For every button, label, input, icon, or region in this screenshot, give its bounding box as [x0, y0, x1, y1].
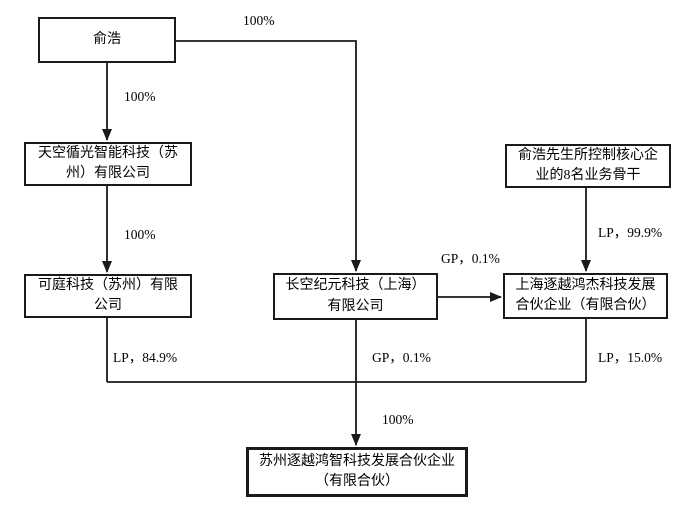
edge-label-changkong-shanghai: GP，0.1% — [441, 251, 500, 266]
node-core-business-backbone: 俞浩先生所控制核心企 业的8名业务骨干 — [505, 144, 671, 188]
node-yuhao: 俞浩 — [38, 17, 176, 63]
edge-label-yuhao-changkong: 100% — [243, 13, 275, 28]
edge-label-merged-suzhou: 100% — [382, 412, 414, 427]
edge-label-keting-suzhou: LP，84.9% — [113, 350, 178, 365]
edge-line-yuhao-changkong — [176, 40, 361, 272]
node-shanghai-zhuyue-hongjie: 上海逐越鸿杰科技发展 合伙企业（有限合伙） — [503, 273, 668, 319]
edge-label-backbone-shanghai: LP，99.9% — [598, 225, 663, 240]
node-changkong-jiyuan: 长空纪元科技（上海） 有限公司 — [273, 273, 438, 320]
node-keting-keji: 可庭科技（苏州）有限 公司 — [24, 274, 192, 318]
edge-label-tiankong-keting: 100% — [124, 227, 156, 242]
node-suzhou-zhuyue-hongzhi: 苏州逐越鸿智科技发展合伙企业 （有限合伙） — [246, 447, 468, 497]
edge-label-yuhao-tiankong: 100% — [124, 89, 156, 104]
edge-label-changkong-suzhou: GP，0.1% — [372, 350, 431, 365]
node-tiankong-xunguang: 天空循光智能科技（苏 州）有限公司 — [24, 142, 192, 186]
edge-label-shanghai-suzhou: LP，15.0% — [598, 350, 663, 365]
